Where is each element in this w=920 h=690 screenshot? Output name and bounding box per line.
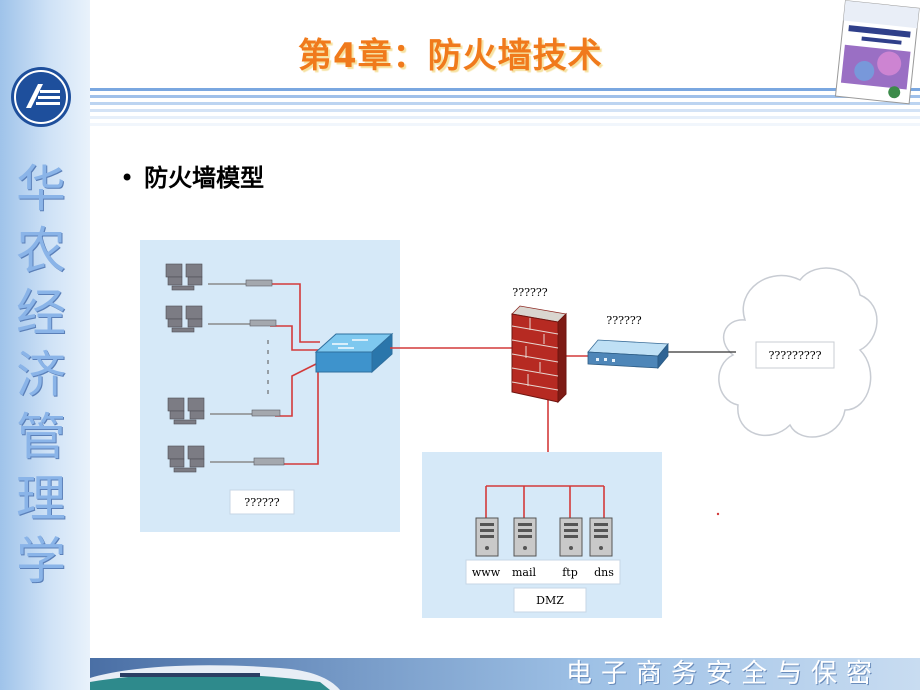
- bullet-dot: •: [120, 164, 135, 192]
- stray-mark: [716, 512, 720, 516]
- footer-course-title: 电子商务安全与保密: [566, 659, 882, 689]
- vertical-title-char: 管: [16, 408, 66, 466]
- sidebar: 华 农 经 济 管 理 学: [0, 0, 90, 690]
- bullet-text: 防火墙模型: [144, 164, 265, 192]
- header-stripes: [90, 88, 920, 132]
- router-label: ??????: [606, 314, 641, 327]
- internal-network-label: ??????: [244, 496, 279, 509]
- hub-device-icon: [245, 279, 285, 466]
- bullet-point: • 防火墙模型: [120, 158, 264, 193]
- vertical-title-char: 华: [16, 160, 66, 218]
- vertical-title-char: 理: [16, 470, 66, 528]
- dmz-label: DMZ: [536, 594, 564, 607]
- dmz-links: [485, 485, 605, 518]
- train-image: [90, 665, 340, 690]
- vertical-title-char: 济: [16, 346, 66, 404]
- vertical-title-char: 学: [16, 532, 66, 590]
- internet-label: ?????????: [768, 349, 821, 362]
- footer-banner: 电子商务安全与保密: [90, 658, 920, 690]
- slide-title: 第4章：防火墙技术: [298, 36, 603, 76]
- host-computers-icon: [165, 263, 205, 473]
- server-label-dns: dns: [594, 566, 614, 579]
- server-label-ftp: ftp: [562, 566, 578, 579]
- router-icon: [587, 339, 669, 370]
- dmz-label-box: [513, 587, 587, 613]
- book-cover-image: [834, 0, 920, 105]
- internet-label-box: [755, 341, 835, 369]
- university-logo-icon: [11, 67, 71, 127]
- firewall-brick-icon: [511, 305, 567, 404]
- internal-label-box: [229, 489, 295, 515]
- server-label-www: www: [472, 566, 501, 579]
- server-label-mail: mail: [512, 566, 537, 579]
- server-icon: [475, 517, 613, 557]
- vertical-college-title: 华 农 经 济 管 理 学: [0, 158, 82, 592]
- vertical-title-char: 经: [16, 284, 66, 342]
- firewall-label: ??????: [512, 286, 547, 299]
- switch-icon: [314, 332, 394, 374]
- server-labels-box: [465, 559, 621, 585]
- pc-links: [208, 283, 254, 463]
- internal-links: [270, 283, 321, 465]
- vertical-title-char: 农: [16, 222, 66, 280]
